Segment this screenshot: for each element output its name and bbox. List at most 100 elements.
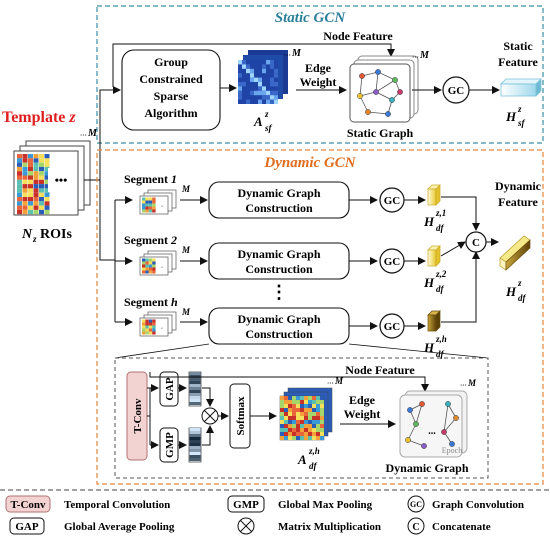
h-sf-symbol: H xyxy=(505,109,517,124)
dyn-matrix-cell xyxy=(284,408,288,412)
dyn-matrix-cell xyxy=(284,436,288,440)
template-roi-cell xyxy=(39,192,44,197)
template-roi-cell xyxy=(33,171,39,176)
segment-cell xyxy=(148,331,153,335)
dynamic-feature-block-2 xyxy=(427,245,441,267)
segment-cell xyxy=(152,206,156,210)
a-df-sub: df xyxy=(309,461,318,471)
dyn-matrix-cell xyxy=(320,412,324,416)
segment-cell xyxy=(142,325,146,329)
dgc-box-2-line-1: Dynamic Graph xyxy=(237,247,320,261)
dyn-matrix-cell xyxy=(320,424,324,428)
group-box-line-1: Group xyxy=(154,55,188,69)
dyn-matrix-cell xyxy=(316,432,320,436)
segment-cell xyxy=(145,264,149,268)
dyn-graph-dots: ∙∙∙ xyxy=(460,380,467,390)
static-graph-node xyxy=(357,93,363,99)
dyn-matrix-cell xyxy=(296,408,300,412)
template-to-dynamic-line xyxy=(99,180,115,261)
legend-tconv-badge xyxy=(5,495,51,513)
template-roi-cell xyxy=(39,162,44,167)
segment-cell xyxy=(152,203,156,207)
dyn-matrix-cell xyxy=(300,404,304,408)
segment-cell xyxy=(142,322,146,326)
static-matrix-cell xyxy=(246,99,250,104)
dyn-matrix-cell xyxy=(304,436,308,440)
template-roi-cell xyxy=(44,201,50,206)
segment-cell xyxy=(148,264,153,268)
group-box-line-4: Algorithm xyxy=(144,106,197,120)
dyn-matrix-cell xyxy=(296,416,300,420)
template-roi-cell xyxy=(33,166,39,172)
detail-edge-label: Edge xyxy=(349,393,376,407)
segment-cell xyxy=(152,328,156,332)
static-matrix-cell xyxy=(262,64,266,69)
template-roi-cell xyxy=(39,209,44,215)
segment-cell xyxy=(142,270,146,274)
legend-matmul-text: Matrix Multiplication xyxy=(278,521,381,533)
dyn-matrix-cell xyxy=(288,420,292,424)
template-roi-cell xyxy=(28,197,33,202)
segment-cell xyxy=(152,331,156,335)
dyn-graph-node xyxy=(407,407,413,413)
dyn-matrix-cell xyxy=(312,400,316,404)
template-roi-cell xyxy=(22,154,28,159)
template-roi-cell xyxy=(44,188,50,193)
feature-bar-stripe xyxy=(189,428,201,431)
dyn-matrix-cell xyxy=(280,408,284,412)
template-roi-cell xyxy=(28,184,33,189)
segment-cell xyxy=(142,267,146,271)
static-matrix-cell xyxy=(238,86,242,91)
dyn-matrix-cell xyxy=(320,436,324,440)
dgc-box-2-line-2: Construction xyxy=(245,262,313,276)
legend: T-Conv Temporal Convolution GMP Global M… xyxy=(0,489,550,535)
dgc-box-1-line-2: Construction xyxy=(245,201,313,215)
gc-label-h: GC xyxy=(384,321,401,333)
dyn-matrix-cell xyxy=(288,404,292,408)
template-roi-cell xyxy=(17,175,22,180)
detail-weight-label: Weight xyxy=(344,407,381,421)
segment-cell xyxy=(142,319,146,323)
static-graph-node xyxy=(359,73,365,79)
feature-bar-stripe xyxy=(189,446,201,449)
static-matrix-cell xyxy=(258,77,262,82)
dyn-matrix-cell xyxy=(308,436,312,440)
dyn-matrix-cell xyxy=(288,432,292,436)
dyn-matrix-cell xyxy=(316,416,320,420)
template-roi-cell xyxy=(44,179,50,185)
template-roi-cell xyxy=(22,162,28,167)
dynamic-feature-label-1: Dynamic xyxy=(495,179,542,193)
dyn-matrix-cell xyxy=(280,428,284,432)
legend-concat-circle xyxy=(407,517,425,535)
segment-cell xyxy=(142,258,146,262)
static-matrix-cell xyxy=(270,82,274,87)
template-roi-cell xyxy=(44,158,50,163)
segment-dots: ∙∙ xyxy=(161,326,164,332)
static-adjacency-matrix-stack xyxy=(238,50,288,104)
dyn-matrix-cell xyxy=(304,416,308,420)
nz-symbol: N xyxy=(21,227,33,242)
template-roi-cell xyxy=(39,175,44,180)
static-graph-network xyxy=(357,69,403,117)
template-roi-cell xyxy=(28,175,33,180)
dyn-matrix-cell xyxy=(300,424,304,428)
static-matrix-front xyxy=(238,60,278,104)
segment-cell xyxy=(142,206,146,210)
segment-cell xyxy=(148,328,153,332)
segment-cell xyxy=(142,197,146,201)
segment-h-label: Segment h xyxy=(124,295,178,309)
dyn-matrix-cell xyxy=(280,416,284,420)
template-section: Template z ••• M ∙∙∙ N z ROIs xyxy=(2,86,133,326)
legend-gc-text: Graph Convolution xyxy=(432,499,524,511)
static-matrix-cell xyxy=(266,60,270,65)
static-graph-edge xyxy=(375,91,393,101)
static-matrix-cell xyxy=(274,99,278,104)
segment-cell xyxy=(145,203,149,207)
dyn-matrix-cell xyxy=(292,424,296,428)
dynamic-graph-detail-panel: T-Conv GAP GMP Softmax M ∙∙∙ A z,h df xyxy=(114,357,489,479)
dyn-matrix-dots: ∙∙∙ xyxy=(327,378,334,388)
dyn-graph-node xyxy=(441,429,447,435)
static-graph-node xyxy=(389,97,395,103)
dyn-matrix-cell xyxy=(280,404,284,408)
